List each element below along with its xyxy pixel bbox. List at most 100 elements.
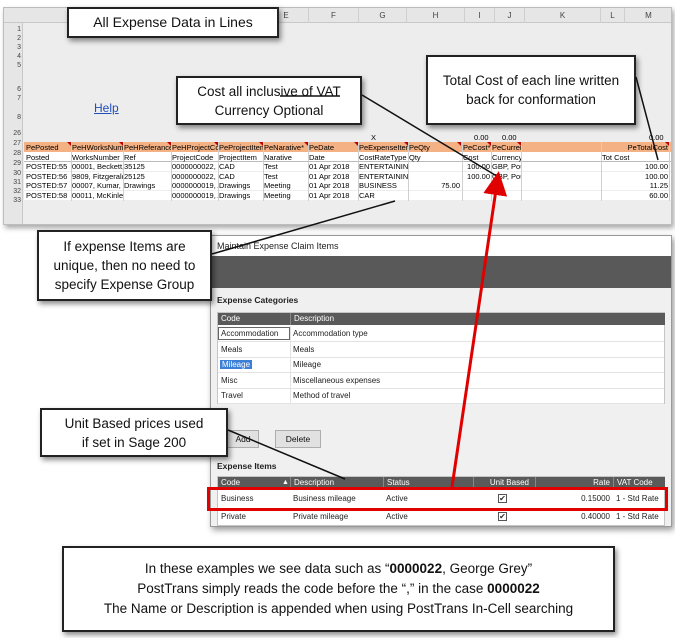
item-code[interactable]: Business bbox=[221, 494, 254, 503]
field-name-cell[interactable]: PePosted bbox=[26, 143, 59, 152]
table-cell[interactable]: Drawings bbox=[219, 181, 251, 190]
column-header[interactable]: E bbox=[264, 8, 309, 23]
table-cell[interactable]: 75.00 bbox=[441, 181, 460, 190]
category-code[interactable]: Accommodation bbox=[221, 329, 279, 338]
item-code[interactable]: Private bbox=[221, 512, 246, 521]
table-cell[interactable]: 0000000022, Geor bbox=[172, 162, 219, 171]
item-description[interactable]: Private mileage bbox=[293, 512, 349, 521]
unit-based-checkbox[interactable]: ✔ bbox=[498, 494, 507, 503]
row-number[interactable]: 26 bbox=[13, 130, 21, 137]
category-description[interactable]: Accommodation type bbox=[293, 329, 368, 338]
field-name-cell[interactable]: PeQty bbox=[409, 143, 430, 152]
column-label-cell[interactable]: Qty bbox=[409, 153, 421, 162]
column-header[interactable]: L bbox=[601, 8, 625, 23]
table-cell[interactable]: GBP, Pounds Sterling bbox=[492, 162, 522, 171]
table-cell[interactable]: POSTED:55 bbox=[26, 162, 68, 171]
table-cell[interactable]: 00001, Beckett, Bill bbox=[72, 162, 124, 171]
row-number[interactable]: 3 bbox=[17, 44, 21, 51]
table-cell[interactable]: Test bbox=[264, 171, 278, 181]
row-number[interactable]: 7 bbox=[17, 95, 21, 102]
table-cell[interactable]: Drawings bbox=[124, 181, 156, 190]
table-cell[interactable]: CAD bbox=[219, 171, 235, 181]
table-cell[interactable]: 100.00 bbox=[645, 162, 668, 171]
row-number[interactable]: 5 bbox=[17, 62, 21, 69]
table-cell[interactable]: Drawings bbox=[219, 190, 251, 200]
category-code[interactable]: Mileage bbox=[218, 357, 290, 372]
item-status[interactable]: Active bbox=[386, 494, 408, 503]
table-cell[interactable]: BUSINESS bbox=[359, 181, 397, 190]
table-cell[interactable]: Meeting bbox=[264, 181, 291, 190]
category-code[interactable]: Misc bbox=[221, 375, 238, 385]
table-cell[interactable]: 100.00 bbox=[467, 171, 490, 181]
table-cell[interactable]: 01 Apr 2018 bbox=[309, 171, 350, 181]
row-number[interactable]: 6 bbox=[17, 86, 21, 93]
field-name-cell[interactable]: PeTotalCost bbox=[627, 143, 668, 152]
category-description[interactable]: Meals bbox=[293, 344, 315, 354]
table-cell[interactable]: 25125 bbox=[124, 171, 145, 181]
column-header[interactable]: H bbox=[407, 8, 465, 23]
table-cell[interactable]: CAD bbox=[219, 162, 235, 171]
column-label-cell[interactable]: WorksNumber bbox=[72, 153, 120, 162]
column-header[interactable]: K bbox=[525, 8, 601, 23]
table-cell[interactable]: CAR bbox=[359, 190, 375, 200]
column-header[interactable]: I bbox=[465, 8, 495, 23]
item-status[interactable]: Active bbox=[386, 512, 408, 521]
column-label-cell[interactable]: Cost bbox=[463, 153, 479, 162]
column-label-cell[interactable]: CostRateType bbox=[359, 153, 407, 162]
category-description[interactable]: Miscellaneous expenses bbox=[293, 375, 381, 385]
selected-category[interactable]: Mileage bbox=[220, 360, 253, 369]
field-name-cell[interactable]: PeDate bbox=[309, 143, 335, 152]
item-vat-code[interactable]: 1 - Std Rate bbox=[616, 494, 659, 503]
column-header[interactable]: G bbox=[359, 8, 407, 23]
delete-button[interactable]: Delete bbox=[275, 430, 321, 448]
row-number[interactable]: 29 bbox=[13, 160, 21, 167]
column-label-cell[interactable]: Date bbox=[309, 153, 325, 162]
table-cell[interactable]: 01 Apr 2018 bbox=[309, 181, 350, 190]
table-cell[interactable]: 0000000022, Geor bbox=[172, 171, 219, 181]
unit-based-checkbox[interactable]: ✔ bbox=[498, 512, 507, 521]
item-rate[interactable]: 0.40000 bbox=[581, 512, 610, 521]
column-label-cell[interactable]: Posted bbox=[26, 153, 50, 162]
row-number[interactable]: 1 bbox=[17, 26, 21, 33]
row-number[interactable]: 8 bbox=[17, 114, 21, 121]
row-number[interactable]: 4 bbox=[17, 53, 21, 60]
category-description[interactable]: Method of travel bbox=[293, 391, 351, 400]
category-description[interactable]: Mileage bbox=[293, 360, 322, 369]
column-label-cell[interactable]: ProjectCode bbox=[172, 153, 214, 162]
field-name-cell[interactable]: PeExpenseItem* bbox=[359, 143, 409, 152]
table-cell[interactable]: GBP, Pounds Sterling bbox=[492, 171, 522, 181]
row-number[interactable]: 27 bbox=[13, 140, 21, 147]
table-cell[interactable]: 01 Apr 2018 bbox=[309, 190, 350, 200]
table-cell[interactable]: POSTED:56 bbox=[26, 171, 68, 181]
table-cell[interactable]: 35125 bbox=[124, 162, 145, 171]
row-number[interactable]: 32 bbox=[13, 188, 21, 195]
column-label-cell[interactable]: Tot Cost bbox=[602, 153, 630, 162]
table-cell[interactable]: 100.00 bbox=[645, 171, 668, 181]
table-cell[interactable]: Meeting bbox=[264, 190, 291, 200]
table-row[interactable]: POSTED:56 9809, Fitzgerald, Par25125 00000… bbox=[24, 171, 671, 181]
table-cell[interactable]: POSTED:57 bbox=[26, 181, 68, 190]
table-cell[interactable]: 60.00 bbox=[649, 190, 668, 200]
field-name-cell[interactable]: PeProjectItem* bbox=[219, 143, 264, 152]
table-cell[interactable]: 00011, McKinley, Ian bbox=[72, 190, 124, 200]
category-code[interactable]: Meals bbox=[221, 344, 243, 354]
table-cell[interactable]: 9809, Fitzgerald, Par bbox=[72, 171, 124, 181]
table-cell[interactable]: 100.00 bbox=[467, 162, 490, 171]
column-label-cell[interactable]: Narative bbox=[264, 153, 292, 162]
item-description[interactable]: Business mileage bbox=[293, 494, 356, 503]
field-name-cell[interactable]: PeHProjectCode* bbox=[172, 143, 219, 152]
item-vat-code[interactable]: 1 - Std Rate bbox=[616, 512, 659, 521]
table-cell[interactable]: ENTERTAINING bbox=[359, 162, 409, 171]
item-rate[interactable]: 0.15000 bbox=[581, 494, 610, 503]
field-name-cell[interactable]: PeHWorksNumber* bbox=[72, 143, 124, 152]
table-cell[interactable]: 11.25 bbox=[649, 181, 668, 190]
row-number[interactable]: 2 bbox=[17, 35, 21, 42]
category-code[interactable]: Travel bbox=[221, 391, 243, 400]
column-label-cell[interactable]: Ref bbox=[124, 153, 136, 162]
column-label-cell[interactable]: ProjectItem bbox=[219, 153, 257, 162]
table-cell[interactable]: ENTERTAINING bbox=[359, 171, 409, 181]
table-cell[interactable]: 01 Apr 2018 bbox=[309, 162, 350, 171]
row-number[interactable]: 31 bbox=[13, 179, 21, 186]
column-header[interactable]: M bbox=[625, 8, 671, 23]
